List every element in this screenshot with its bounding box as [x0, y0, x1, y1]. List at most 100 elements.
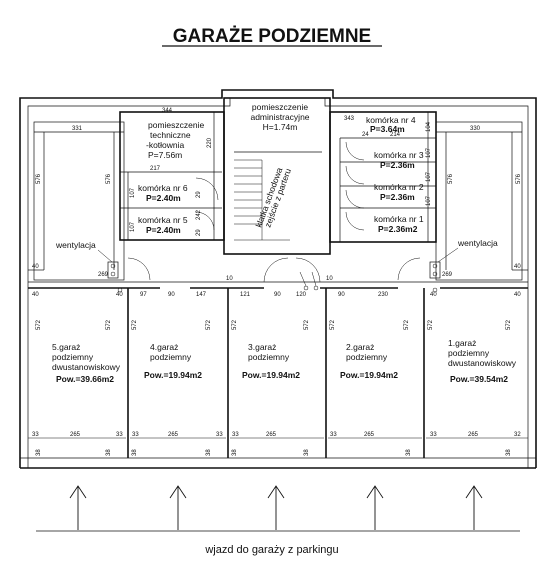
svg-text:33: 33	[116, 432, 123, 438]
svg-text:38: 38	[132, 449, 138, 456]
svg-text:40: 40	[32, 264, 39, 270]
svg-text:komórka nr 4: komórka nr 4	[366, 115, 416, 125]
svg-text:podziemny: podziemny	[52, 352, 94, 362]
svg-text:1.garaż: 1.garaż	[448, 338, 476, 348]
svg-text:107: 107	[426, 147, 432, 158]
arrow-icon	[69, 485, 87, 530]
svg-text:38: 38	[232, 449, 238, 456]
svg-text:572: 572	[304, 319, 310, 330]
svg-text:90: 90	[274, 292, 281, 298]
svg-text:33: 33	[430, 432, 437, 438]
svg-text:Pow.=39.66m2: Pow.=39.66m2	[56, 374, 114, 384]
entry-caption: wjazd do garaży z parkingu	[204, 544, 338, 556]
svg-text:576: 576	[36, 173, 42, 184]
svg-text:217: 217	[150, 166, 161, 172]
svg-text:40: 40	[32, 292, 39, 298]
outer-walls	[19, 89, 537, 469]
svg-text:komórka nr 6: komórka nr 6	[138, 183, 188, 193]
svg-text:komórka nr 2: komórka nr 2	[374, 182, 424, 192]
svg-text:P=3.64m: P=3.64m	[370, 124, 405, 134]
svg-text:P=2.40m: P=2.40m	[146, 225, 181, 235]
svg-text:97: 97	[140, 292, 147, 298]
svg-text:10: 10	[226, 276, 233, 282]
svg-text:komórka nr 3: komórka nr 3	[374, 150, 424, 160]
page-title: GARAŻE PODZIEMNE	[173, 26, 371, 47]
svg-text:343: 343	[344, 116, 355, 122]
svg-text:344: 344	[162, 108, 173, 114]
svg-text:38: 38	[304, 449, 310, 456]
arrow-icon	[366, 485, 384, 530]
garage-walls	[28, 288, 528, 458]
svg-text:331: 331	[72, 126, 83, 132]
svg-text:572: 572	[330, 319, 336, 330]
svg-text:269: 269	[98, 272, 109, 278]
svg-text:572: 572	[36, 319, 42, 330]
svg-text:33: 33	[216, 432, 223, 438]
svg-text:10: 10	[326, 276, 333, 282]
storage-3: komórka nr 3 P=2.36m	[374, 150, 424, 170]
svg-text:572: 572	[506, 319, 512, 330]
svg-text:24: 24	[362, 132, 369, 138]
svg-text:40: 40	[116, 292, 123, 298]
svg-text:572: 572	[404, 319, 410, 330]
garage-5: 5.garaż podziemny dwustanowiskowy Pow.=3…	[52, 342, 121, 384]
svg-text:576: 576	[106, 173, 112, 184]
svg-text:H=1.74m: H=1.74m	[263, 122, 298, 132]
garage-1: 1.garaż podziemny dwustanowiskowy Pow.=3…	[448, 338, 517, 384]
svg-text:Pow.=19.94m2: Pow.=19.94m2	[340, 370, 398, 380]
svg-text:121: 121	[240, 292, 251, 298]
svg-text:4.garaż: 4.garaż	[150, 342, 178, 352]
storage-2: komórka nr 2 P=2.36m	[374, 182, 424, 202]
svg-text:572: 572	[106, 319, 112, 330]
door-swings-top	[127, 141, 421, 283]
arrow-icon	[465, 485, 483, 530]
svg-text:33: 33	[32, 432, 39, 438]
svg-text:38: 38	[406, 449, 412, 456]
garage-4: 4.garaż podziemny Pow.=19.94m2	[144, 342, 202, 380]
svg-text:2.garaż: 2.garaż	[346, 342, 374, 352]
svg-text:Pow.=19.94m2: Pow.=19.94m2	[144, 370, 202, 380]
svg-text:33: 33	[132, 432, 139, 438]
svg-text:pomieszczenie: pomieszczenie	[148, 120, 204, 130]
svg-text:40: 40	[430, 292, 437, 298]
svg-text:Pow.=39.54m2: Pow.=39.54m2	[450, 374, 508, 384]
svg-text:Pow.=19.94m2: Pow.=19.94m2	[242, 370, 300, 380]
svg-text:P=2.36m: P=2.36m	[380, 160, 415, 170]
svg-text:podziemny: podziemny	[248, 352, 290, 362]
svg-text:33: 33	[232, 432, 239, 438]
svg-text:107: 107	[426, 195, 432, 206]
svg-text:104: 104	[426, 121, 432, 132]
room-stair: klatka schodowa zejście z parteru	[253, 166, 293, 229]
svg-text:29: 29	[196, 229, 202, 236]
svg-text:techniczne: techniczne	[150, 130, 191, 140]
svg-text:38: 38	[206, 449, 212, 456]
storage-5: komórka nr 5 P=2.40m	[138, 215, 188, 235]
svg-text:40: 40	[514, 264, 521, 270]
svg-text:administracyjne: administracyjne	[250, 112, 309, 122]
svg-text:P=7.56m: P=7.56m	[148, 150, 182, 160]
storage-6: komórka nr 6 P=2.40m	[138, 183, 188, 203]
svg-text:242: 242	[196, 209, 202, 220]
svg-text:29: 29	[196, 191, 202, 198]
svg-text:komórka nr 5: komórka nr 5	[138, 215, 188, 225]
svg-text:107: 107	[426, 171, 432, 182]
svg-text:P=2.36m2: P=2.36m2	[378, 224, 418, 234]
svg-text:90: 90	[338, 292, 345, 298]
svg-text:572: 572	[206, 319, 212, 330]
room-boiler: pomieszczenie techniczne -kotłownia P=7.…	[146, 120, 204, 160]
svg-text:podziemny: podziemny	[346, 352, 388, 362]
garage-2: 2.garaż podziemny Pow.=19.94m2	[340, 342, 398, 380]
corridor-walls	[28, 269, 528, 289]
svg-text:265: 265	[70, 432, 81, 438]
room-admin: pomieszczenie administracyjne H=1.74m	[250, 102, 309, 132]
svg-text:576: 576	[448, 173, 454, 184]
svg-text:5.garaż: 5.garaż	[52, 342, 80, 352]
svg-text:podziemny: podziemny	[150, 352, 192, 362]
entry-arrows	[36, 485, 520, 532]
svg-text:572: 572	[132, 319, 138, 330]
svg-text:38: 38	[106, 449, 112, 456]
svg-text:107: 107	[130, 221, 136, 232]
svg-text:dwustanowiskowy: dwustanowiskowy	[52, 362, 121, 372]
svg-text:265: 265	[468, 432, 479, 438]
storage-1: komórka nr 1 P=2.36m2	[374, 214, 424, 234]
